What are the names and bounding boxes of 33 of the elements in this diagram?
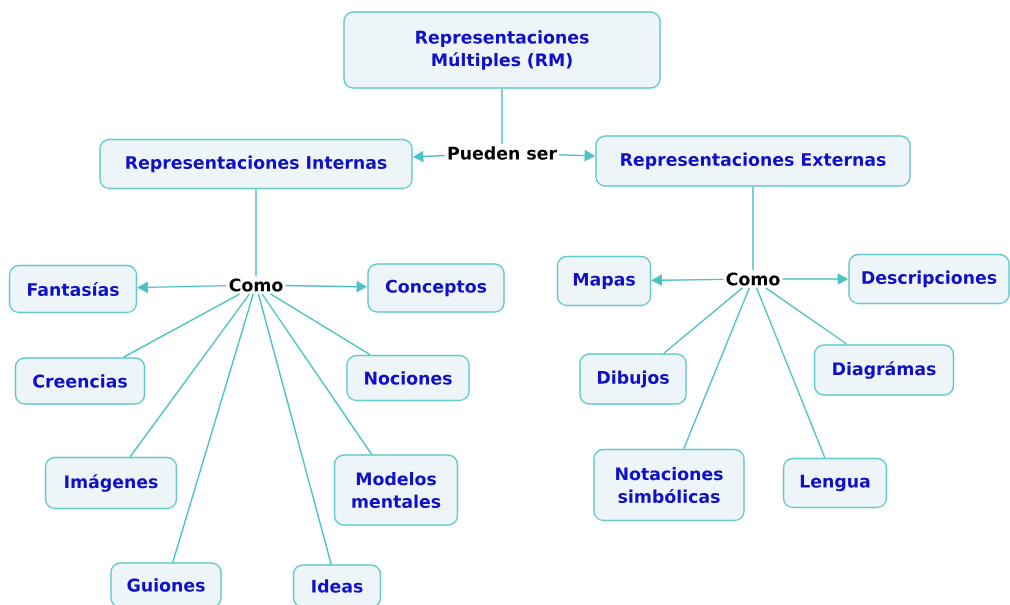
concept-box: Representaciones Múltiples (RM) bbox=[343, 11, 661, 89]
concept-box: Ideas bbox=[292, 564, 382, 605]
concept-box: Nociones bbox=[346, 354, 470, 402]
connector-line bbox=[172, 293, 255, 563]
connector-line bbox=[683, 287, 751, 450]
linking-phrase: Como bbox=[226, 276, 286, 294]
connector-line bbox=[752, 186, 754, 271]
connector-line bbox=[755, 287, 826, 459]
connector-line bbox=[764, 287, 848, 345]
concept-box: Guiones bbox=[110, 562, 222, 605]
concept-box: Imágenes bbox=[44, 456, 178, 510]
connector-line bbox=[269, 293, 371, 356]
concept-box: Representaciones Externas bbox=[595, 135, 911, 187]
connector-line bbox=[261, 293, 373, 455]
concept-box: Mapas bbox=[556, 255, 652, 307]
concept-box: Modelos mentales bbox=[333, 454, 459, 526]
concept-box: Representaciones Internas bbox=[99, 138, 413, 190]
connector-line bbox=[129, 293, 251, 458]
connector-line bbox=[501, 88, 503, 145]
linking-phrase: Pueden ser bbox=[445, 144, 559, 162]
concept-box: Fantasías bbox=[8, 264, 138, 314]
linking-phrase: Como bbox=[723, 270, 783, 288]
concept-box: Notaciones simbólicas bbox=[593, 448, 745, 522]
connector-line bbox=[122, 293, 241, 358]
concept-box: Lengua bbox=[782, 457, 888, 509]
connector-line bbox=[663, 287, 744, 354]
concept-box: Creencias bbox=[14, 357, 146, 405]
concept-box: Dibujos bbox=[579, 353, 687, 405]
connector-line bbox=[255, 188, 257, 277]
concept-box: Conceptos bbox=[367, 263, 505, 313]
connector-line bbox=[257, 293, 332, 565]
concept-box: Diagrámas bbox=[813, 344, 955, 396]
concept-box: Descripciones bbox=[848, 253, 1010, 305]
